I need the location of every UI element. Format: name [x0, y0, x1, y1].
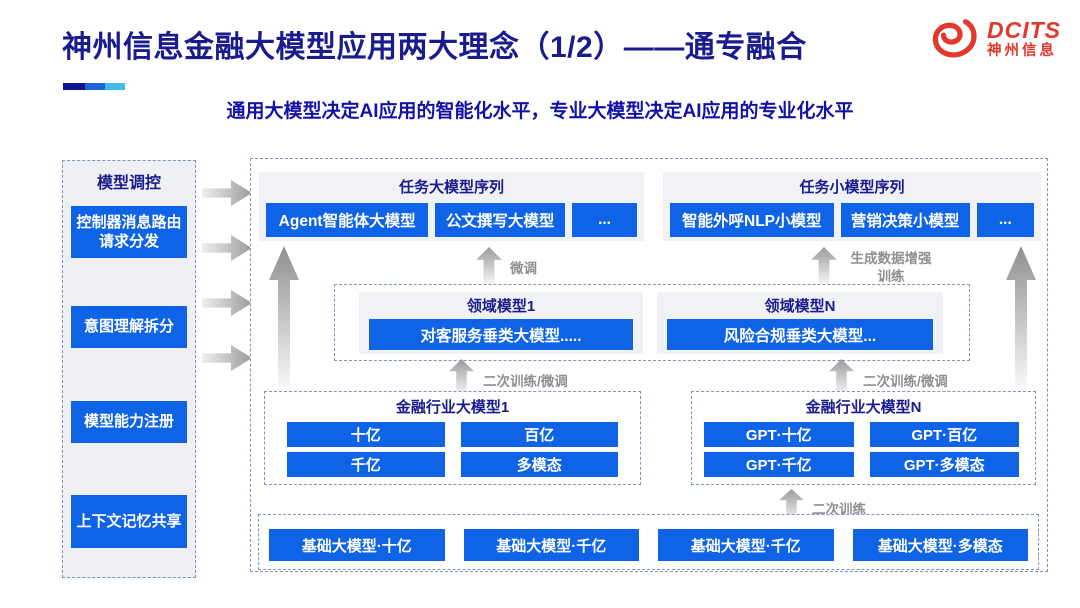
- label-fine-tune: 微调: [510, 261, 537, 276]
- industry-n-grid: GPT·十亿 GPT·百亿 GPT·千亿 GPT·多模态: [704, 422, 1019, 477]
- accent-segment-navy: [63, 83, 85, 90]
- label-retrain: 二次训练: [812, 502, 866, 517]
- panel-task-large-models: 任务大模型序列 Agent智能体大模型 公文撰写大模型 ...: [259, 172, 644, 241]
- title-accent-bar: [63, 83, 125, 90]
- arrow-up-icon: [449, 359, 474, 395]
- node-hundred-billion: 千亿: [287, 452, 445, 477]
- tall-arrow-up-icon: [269, 246, 299, 393]
- panel-title: 领域模型N: [764, 298, 836, 315]
- tall-arrow-up-icon: [1006, 246, 1036, 394]
- node-gpt-multimodal: GPT·多模态: [869, 452, 1019, 477]
- node-risk-compliance-vertical-model: 风险合规垂类大模型...: [667, 319, 933, 350]
- panel-task-small-models: 任务小模型序列 智能外呼NLP小模型 营销决策小模型 ...: [663, 172, 1041, 241]
- panel-title: 金融行业大模型1: [395, 399, 510, 416]
- node-gpt-hundred-billion: GPT·千亿: [704, 452, 854, 477]
- node-more-small-models: ...: [976, 203, 1034, 237]
- accent-segment-cyan: [105, 83, 125, 90]
- sidebar-item-capability-register: 模型能力注册: [71, 401, 187, 443]
- sidebar-item-intent-split: 意图理解拆分: [71, 306, 187, 348]
- panel-title: 领域模型1: [466, 298, 536, 315]
- node-base-model-billion: 基础大模型·十亿: [269, 529, 445, 561]
- panel-title: 金融行业大模型N: [805, 399, 922, 416]
- node-doc-writing-large-model: 公文撰写大模型: [435, 203, 566, 237]
- node-gpt-ten-billion: GPT·百亿: [869, 422, 1019, 447]
- arrow-up-icon: [476, 247, 502, 285]
- node-gpt-billion: GPT·十亿: [704, 422, 854, 447]
- main-diagram-container: 任务大模型序列 Agent智能体大模型 公文撰写大模型 ... 任务小模型序列 …: [250, 158, 1048, 572]
- panel-domain-model-n: 领域模型N 风险合规垂类大模型...: [657, 292, 943, 354]
- node-customer-service-vertical-model: 对客服务垂类大模型.....: [369, 319, 633, 350]
- node-marketing-decision-small-model: 营销决策小模型: [840, 203, 970, 237]
- subtitle: 通用大模型决定AI应用的智能化水平，专业大模型决定AI应用的专业化水平: [226, 101, 854, 122]
- dcits-swoosh-icon: [932, 19, 977, 58]
- logo-cn-name: 神州信息: [987, 43, 1057, 60]
- sidebar-item-context-memory: 上下文记忆共享: [71, 495, 187, 548]
- task-large-button-row: Agent智能体大模型 公文撰写大模型 ...: [266, 203, 637, 237]
- dcits-logo: DCITS 神州信息: [931, 16, 1061, 62]
- logo-name: DCITS: [987, 17, 1061, 44]
- node-ten-billion: 百亿: [460, 422, 618, 447]
- arrow-up-icon: [829, 359, 854, 395]
- arrow-right-icon: [202, 345, 252, 371]
- task-small-button-row: 智能外呼NLP小模型 营销决策小模型 ...: [670, 203, 1034, 237]
- node-multimodal: 多模态: [460, 452, 618, 477]
- arrow-right-icon: [202, 235, 252, 261]
- page-title: 神州信息金融大模型应用两大理念（1/2）——通专融合: [62, 31, 807, 64]
- sidebar-item-message-routing: 控制器消息路由请求分发: [71, 206, 187, 258]
- node-outbound-nlp-small-model: 智能外呼NLP小模型: [670, 203, 834, 237]
- industry-1-grid: 十亿 百亿 千亿 多模态: [287, 422, 618, 477]
- node-base-model-multimodal: 基础大模型·多模态: [852, 529, 1028, 561]
- label-gen-data-train: 生成数据增强训练: [850, 251, 932, 284]
- arrow-right-icon: [202, 290, 252, 316]
- base-models-row: 基础大模型·十亿 基础大模型·千亿 基础大模型·千亿 基础大模型·多模态: [269, 529, 1028, 561]
- industry-large-model-1-box: 金融行业大模型1 十亿 百亿 千亿 多模态: [264, 391, 641, 485]
- accent-segment-blue: [85, 83, 105, 90]
- panel-title: 任务大模型序列: [398, 179, 504, 196]
- node-base-model-hundred-billion-2: 基础大模型·千亿: [658, 529, 834, 561]
- node-agent-large-model: Agent智能体大模型: [266, 203, 429, 237]
- node-more-large-models: ...: [572, 203, 637, 237]
- label-retrain-finetune-right: 二次训练/微调: [863, 374, 948, 389]
- panel-domain-model-1: 领域模型1 对客服务垂类大模型.....: [359, 292, 643, 354]
- base-models-box: 基础大模型·十亿 基础大模型·千亿 基础大模型·千亿 基础大模型·多模态: [258, 514, 1039, 570]
- arrow-up-icon: [811, 247, 837, 285]
- node-billion: 十亿: [287, 422, 445, 447]
- logo-text: DCITS 神州信息: [987, 18, 1061, 59]
- panel-title: 任务小模型序列: [799, 179, 905, 196]
- node-base-model-hundred-billion: 基础大模型·千亿: [463, 529, 639, 561]
- arrow-right-icon: [202, 180, 252, 206]
- domain-models-box: 领域模型1 对客服务垂类大模型..... 领域模型N 风险合规垂类大模型...: [334, 284, 970, 361]
- sidebar-model-control: 模型调控 控制器消息路由请求分发 意图理解拆分 模型能力注册 上下文记忆共享: [62, 160, 196, 578]
- sidebar-title: 模型调控: [96, 175, 161, 192]
- label-retrain-finetune-left: 二次训练/微调: [483, 374, 568, 389]
- industry-large-model-n-box: 金融行业大模型N GPT·十亿 GPT·百亿 GPT·千亿 GPT·多模态: [691, 391, 1036, 485]
